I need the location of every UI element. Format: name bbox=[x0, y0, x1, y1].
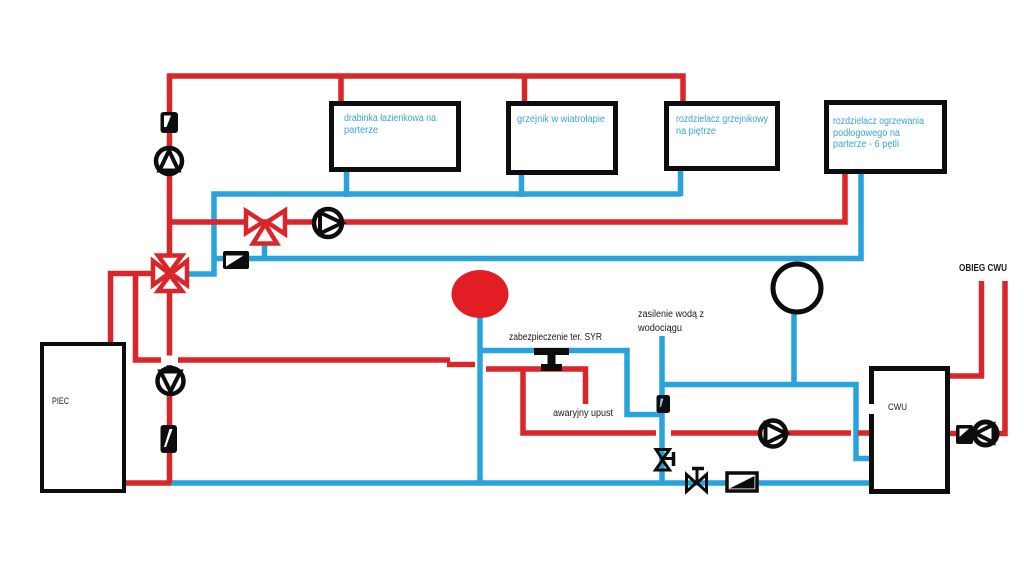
svg-text:CWU: CWU bbox=[888, 402, 907, 413]
svg-text:parterze - 6 pętli: parterze - 6 pętli bbox=[833, 139, 899, 150]
svg-text:grzejnik w wiatrołapie: grzejnik w wiatrołapie bbox=[517, 114, 605, 125]
svg-text:parterze: parterze bbox=[344, 125, 378, 136]
svg-text:awaryjny upust: awaryjny upust bbox=[553, 408, 613, 419]
svg-text:zabezpieczenie ter. SYR: zabezpieczenie ter. SYR bbox=[509, 332, 602, 343]
svg-text:rozdzielacz grzejnikowy: rozdzielacz grzejnikowy bbox=[676, 114, 768, 125]
svg-text:drabinka łazienkowa na: drabinka łazienkowa na bbox=[344, 113, 436, 124]
svg-text:na piętrze: na piętrze bbox=[676, 126, 716, 137]
svg-text:PIEC: PIEC bbox=[52, 396, 69, 407]
svg-text:OBIEG CWU: OBIEG CWU bbox=[959, 263, 1007, 274]
svg-text:wodociągu: wodociągu bbox=[637, 323, 682, 334]
svg-text:rozdzielacz ogrzewania: rozdzielacz ogrzewania bbox=[833, 116, 924, 127]
svg-text:zasilenie wodą z: zasilenie wodą z bbox=[638, 309, 704, 320]
svg-text:podłogowego na: podłogowego na bbox=[833, 128, 900, 139]
